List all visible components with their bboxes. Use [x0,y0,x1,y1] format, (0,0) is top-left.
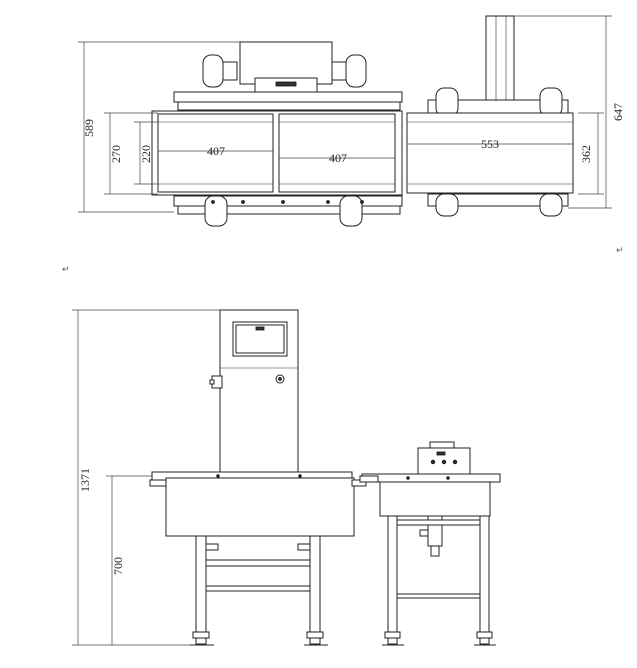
guide-wheel-icon [331,54,367,88]
dim-647: 647 [611,103,625,121]
dim-589: 589 [82,119,96,137]
guide-wheel-icon [202,54,238,88]
side-view-dimensions: 1371 700 [72,309,220,646]
paragraph-mark: ↵ [62,264,70,274]
dim-270: 270 [109,145,123,163]
dim-553: 553 [481,137,499,151]
dim-700: 700 [111,557,125,575]
top-view-main-unit [151,41,403,227]
dim-362: 362 [579,145,593,163]
dim-220: 220 [139,145,153,163]
side-view-main-unit [149,309,367,646]
dim-407-a: 407 [207,144,225,158]
top-view-dimensions: 589 270 220 407 407 553 362 647 [78,15,625,213]
side-view-reject-unit [359,441,501,646]
dim-1371: 1371 [78,468,92,492]
dim-407-b: 407 [329,151,347,165]
paragraph-mark: ↵ [616,245,624,255]
top-view-reject-unit [406,15,574,217]
